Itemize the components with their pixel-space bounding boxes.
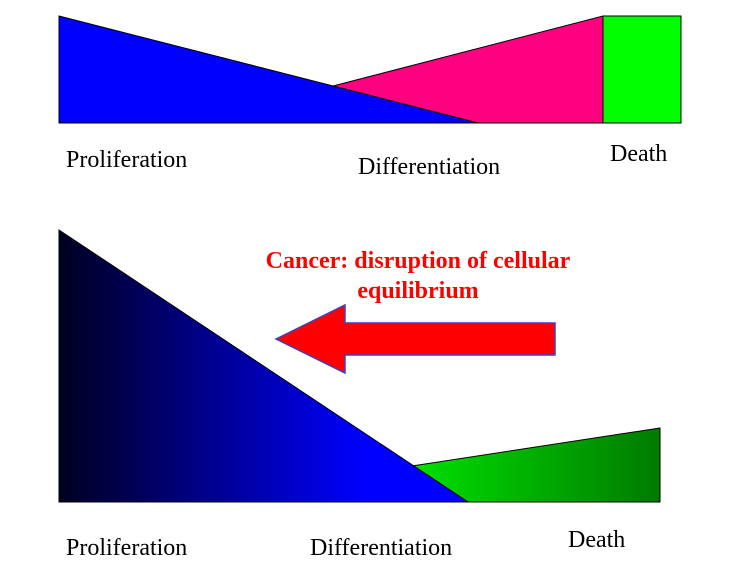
- top-panel: [58, 15, 682, 124]
- top-death-label: Death: [610, 141, 668, 167]
- bottom-proliferation-wedge: [58, 229, 470, 503]
- top-death-block: [602, 15, 682, 124]
- bottom-proliferation-label: Proliferation: [66, 535, 188, 561]
- bottom-death-label: Death: [568, 527, 626, 553]
- left-arrow-icon: [274, 303, 556, 375]
- top-proliferation-label: Proliferation: [66, 147, 188, 173]
- cancer-caption: Cancer: disruption of cellular equilibri…: [228, 246, 608, 306]
- bottom-differentiation-label: Differentiation: [310, 535, 453, 561]
- top-differentiation-label: Differentiation: [358, 154, 501, 180]
- cancer-caption-line1: Cancer: disruption of cellular: [265, 248, 571, 274]
- cancer-caption-line2: equilibrium: [357, 278, 479, 304]
- bottom-panel: [58, 229, 661, 503]
- top-proliferation-wedge: [58, 15, 479, 124]
